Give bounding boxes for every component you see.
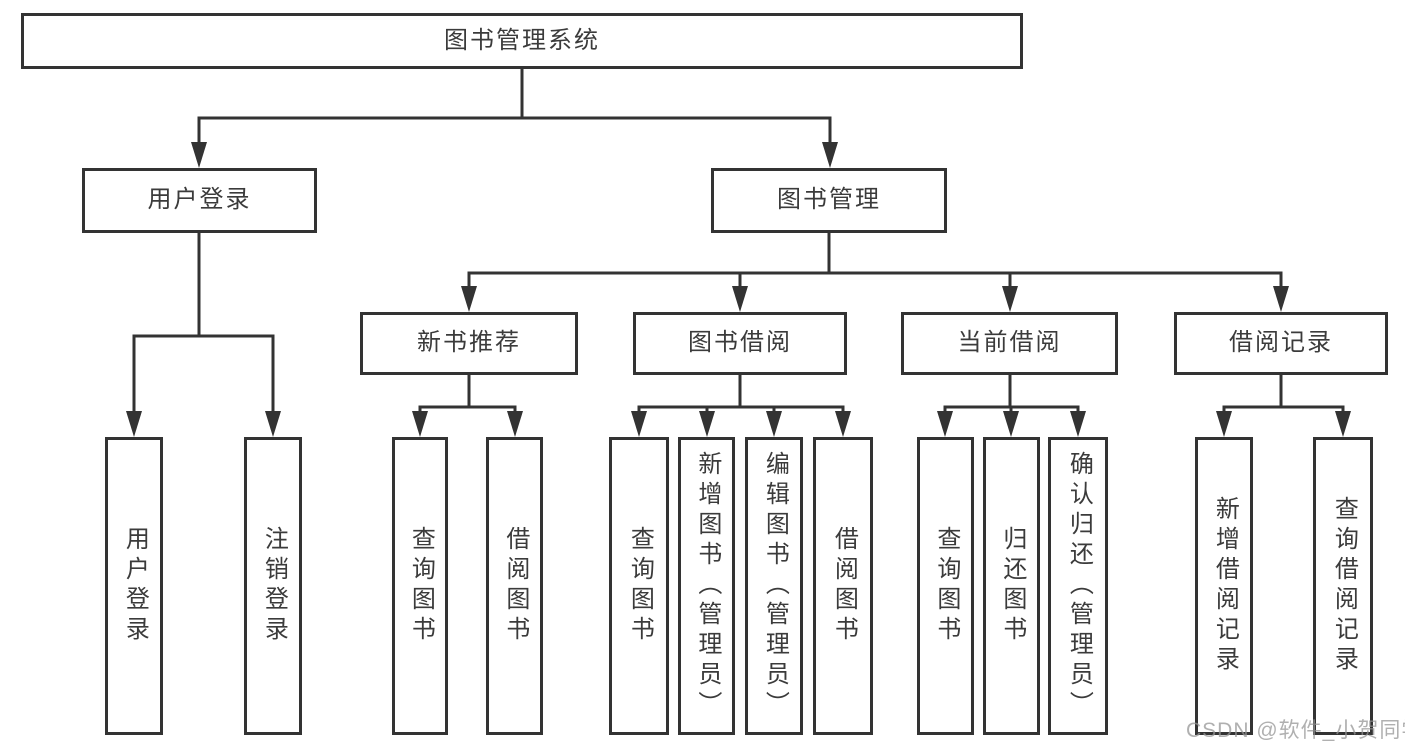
arrowhead [937, 411, 953, 437]
arrowhead [1002, 286, 1018, 312]
node-borrow-record: 借阅记录 [1174, 312, 1388, 375]
arrowhead [1273, 286, 1289, 312]
node-user-login: 用户登录 [82, 168, 317, 233]
arrowhead [822, 142, 838, 168]
arrowhead [126, 411, 142, 437]
connector-borrow-to-leaves [637, 375, 845, 415]
leaf-borrow-edit-books-admin: 编辑图书（管理员） [745, 437, 803, 735]
arrowhead [1070, 411, 1086, 437]
leaf-record-add-borrow-record: 新增借阅记录 [1195, 437, 1253, 735]
arrowhead [412, 411, 428, 437]
connector-recommend-to-leaves [418, 375, 517, 415]
connector-user-login-to-leaves [132, 233, 275, 415]
connector-current-to-leaves [943, 375, 1080, 415]
arrowhead [732, 286, 748, 312]
arrowhead [507, 411, 523, 437]
leaf-current-confirm-return-admin: 确认归还（管理员） [1048, 437, 1108, 735]
leaf-record-query-borrow-record: 查询借阅记录 [1313, 437, 1373, 735]
leaf-borrow-query-books: 查询图书 [609, 437, 669, 735]
leaf-borrow-add-books-admin: 新增图书（管理员） [678, 437, 735, 735]
node-book-management: 图书管理 [711, 168, 947, 233]
leaf-recommend-query-books: 查询图书 [392, 437, 448, 735]
leaf-logout: 注销登录 [244, 437, 302, 735]
leaf-borrow-borrow-books: 借阅图书 [813, 437, 873, 735]
arrowhead [1335, 411, 1351, 437]
node-library-management-system: 图书管理系统 [21, 13, 1023, 69]
arrowhead [1003, 411, 1019, 437]
arrowhead [631, 411, 647, 437]
csdn-watermark: CSDN @软件_小贺同学 [1186, 719, 1405, 742]
arrowhead [835, 411, 851, 437]
arrowhead [191, 142, 207, 168]
arrowhead [265, 411, 281, 437]
arrowhead [461, 286, 477, 312]
leaf-current-query-books: 查询图书 [917, 437, 974, 735]
connector-root-to-level2 [197, 69, 832, 146]
leaf-user-login: 用户登录 [105, 437, 163, 735]
connector-record-to-leaves [1222, 375, 1345, 415]
arrowhead [766, 411, 782, 437]
node-new-book-recommend: 新书推荐 [360, 312, 578, 375]
connector-book-mgmt-to-level3 [467, 233, 1283, 290]
node-current-borrow: 当前借阅 [901, 312, 1118, 375]
leaf-current-return-books: 归还图书 [983, 437, 1040, 735]
arrowhead [699, 411, 715, 437]
arrowhead [1216, 411, 1232, 437]
leaf-recommend-borrow-books: 借阅图书 [486, 437, 543, 735]
node-book-borrow: 图书借阅 [633, 312, 847, 375]
